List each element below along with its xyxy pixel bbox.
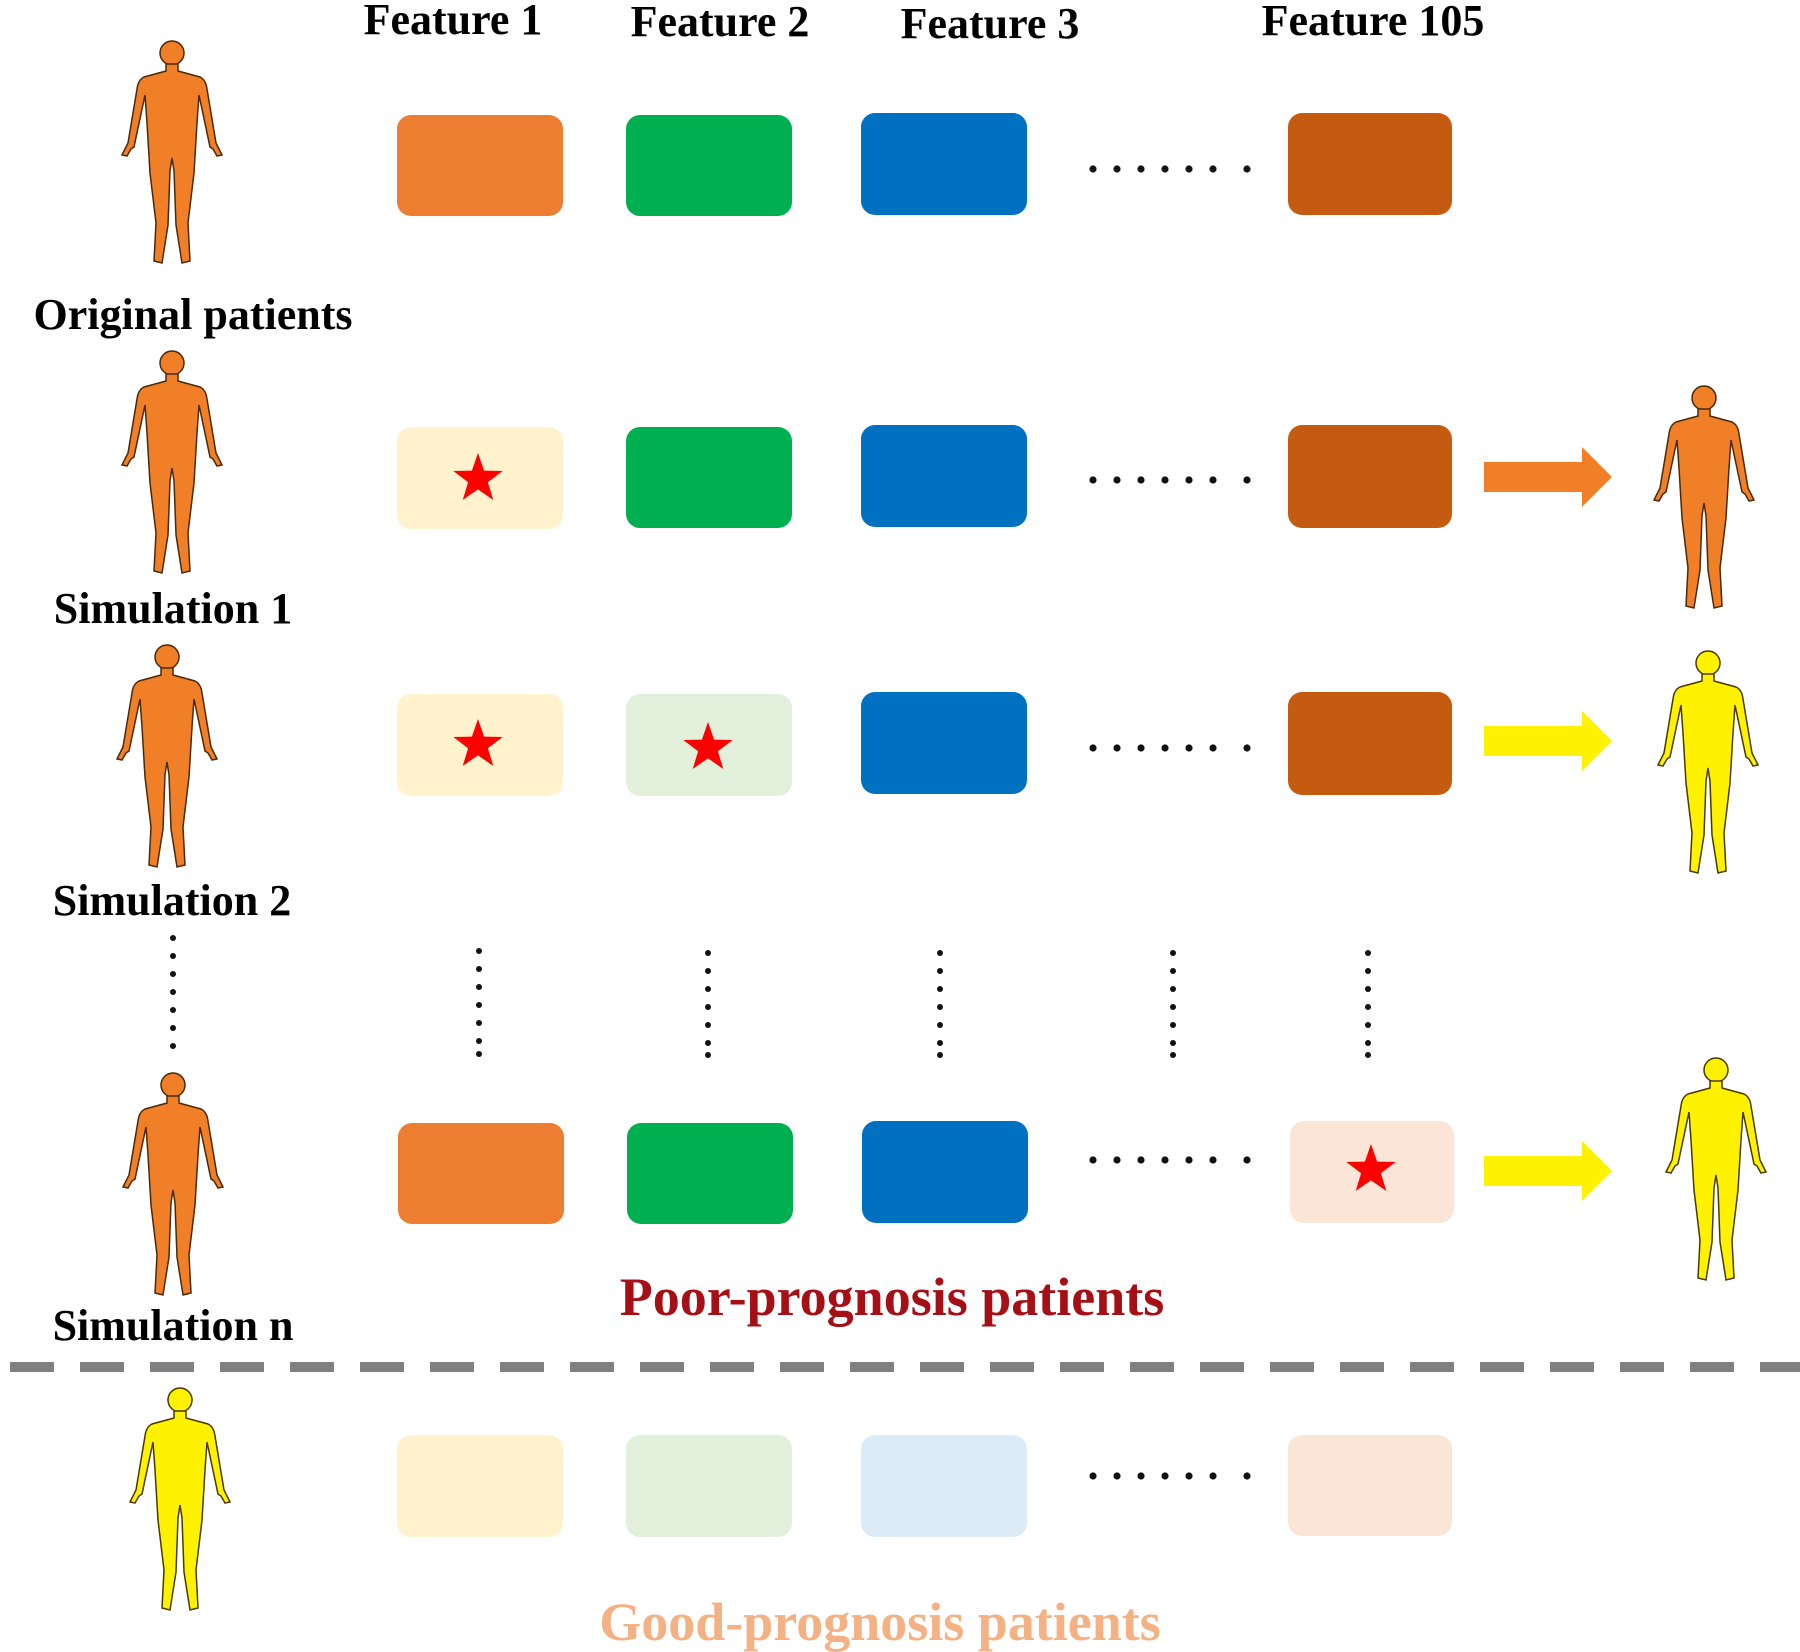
header-feature-2: Feature 2 bbox=[631, 0, 810, 46]
sim2-arrow-right-icon bbox=[1484, 711, 1612, 771]
good-feature-3-box bbox=[861, 1435, 1027, 1537]
simn-patient-figure-icon bbox=[122, 1072, 224, 1296]
simn-arrow-right-icon bbox=[1484, 1141, 1612, 1201]
sim2-outcome-figure-icon bbox=[1657, 650, 1759, 874]
row-label-sim1: Simulation 1 bbox=[54, 584, 292, 633]
original-patient-figure-icon bbox=[121, 40, 223, 264]
sim1-feature-3-box bbox=[861, 425, 1027, 527]
sim2-feature-105-box bbox=[1288, 692, 1452, 795]
row-label-original: Original patients bbox=[33, 290, 352, 339]
orig-feature-105-box bbox=[1288, 113, 1452, 215]
good-patient-figure-icon bbox=[129, 1387, 231, 1611]
sim2-patient-figure-icon bbox=[116, 644, 218, 868]
simn-ellipsis-dots bbox=[1089, 1156, 1251, 1164]
sim1-patient-figure-icon bbox=[121, 350, 223, 574]
vertical-ellipsis-dots bbox=[170, 935, 1371, 1058]
orig-feature-1-box bbox=[397, 115, 563, 216]
sim1-ellipsis-dots bbox=[1089, 476, 1251, 484]
header-feature-3: Feature 3 bbox=[901, 0, 1080, 48]
simn-feature-2-box bbox=[627, 1123, 793, 1224]
good-ellipsis-dots bbox=[1089, 1472, 1251, 1480]
row-label-sim2: Simulation 2 bbox=[53, 876, 291, 925]
simn-outcome-figure-icon bbox=[1665, 1057, 1767, 1281]
sim2-feature-3-box bbox=[861, 692, 1027, 794]
orig-feature-3-box bbox=[861, 113, 1027, 215]
poor-prognosis-label: Poor-prognosis patients bbox=[620, 1267, 1165, 1327]
simn-feature-1-box bbox=[398, 1123, 564, 1224]
sim1-feature-2-box bbox=[626, 427, 792, 528]
simn-feature-3-box bbox=[862, 1121, 1028, 1223]
good-feature-2-box bbox=[626, 1435, 792, 1537]
good-prognosis-label: Good-prognosis patients bbox=[599, 1592, 1161, 1652]
sim1-feature-105-box bbox=[1288, 425, 1452, 528]
sim1-outcome-figure-icon bbox=[1653, 385, 1755, 609]
header-feature-105: Feature 105 bbox=[1262, 0, 1485, 45]
sim1-arrow-right-icon bbox=[1484, 447, 1612, 507]
row-label-simn: Simulation n bbox=[53, 1301, 294, 1350]
good-feature-105-box bbox=[1288, 1435, 1452, 1536]
orig-ellipsis-dots bbox=[1089, 165, 1251, 173]
sim2-ellipsis-dots bbox=[1089, 744, 1251, 752]
header-feature-1: Feature 1 bbox=[364, 0, 543, 44]
orig-feature-2-box bbox=[626, 115, 792, 216]
good-feature-1-box bbox=[397, 1435, 563, 1537]
